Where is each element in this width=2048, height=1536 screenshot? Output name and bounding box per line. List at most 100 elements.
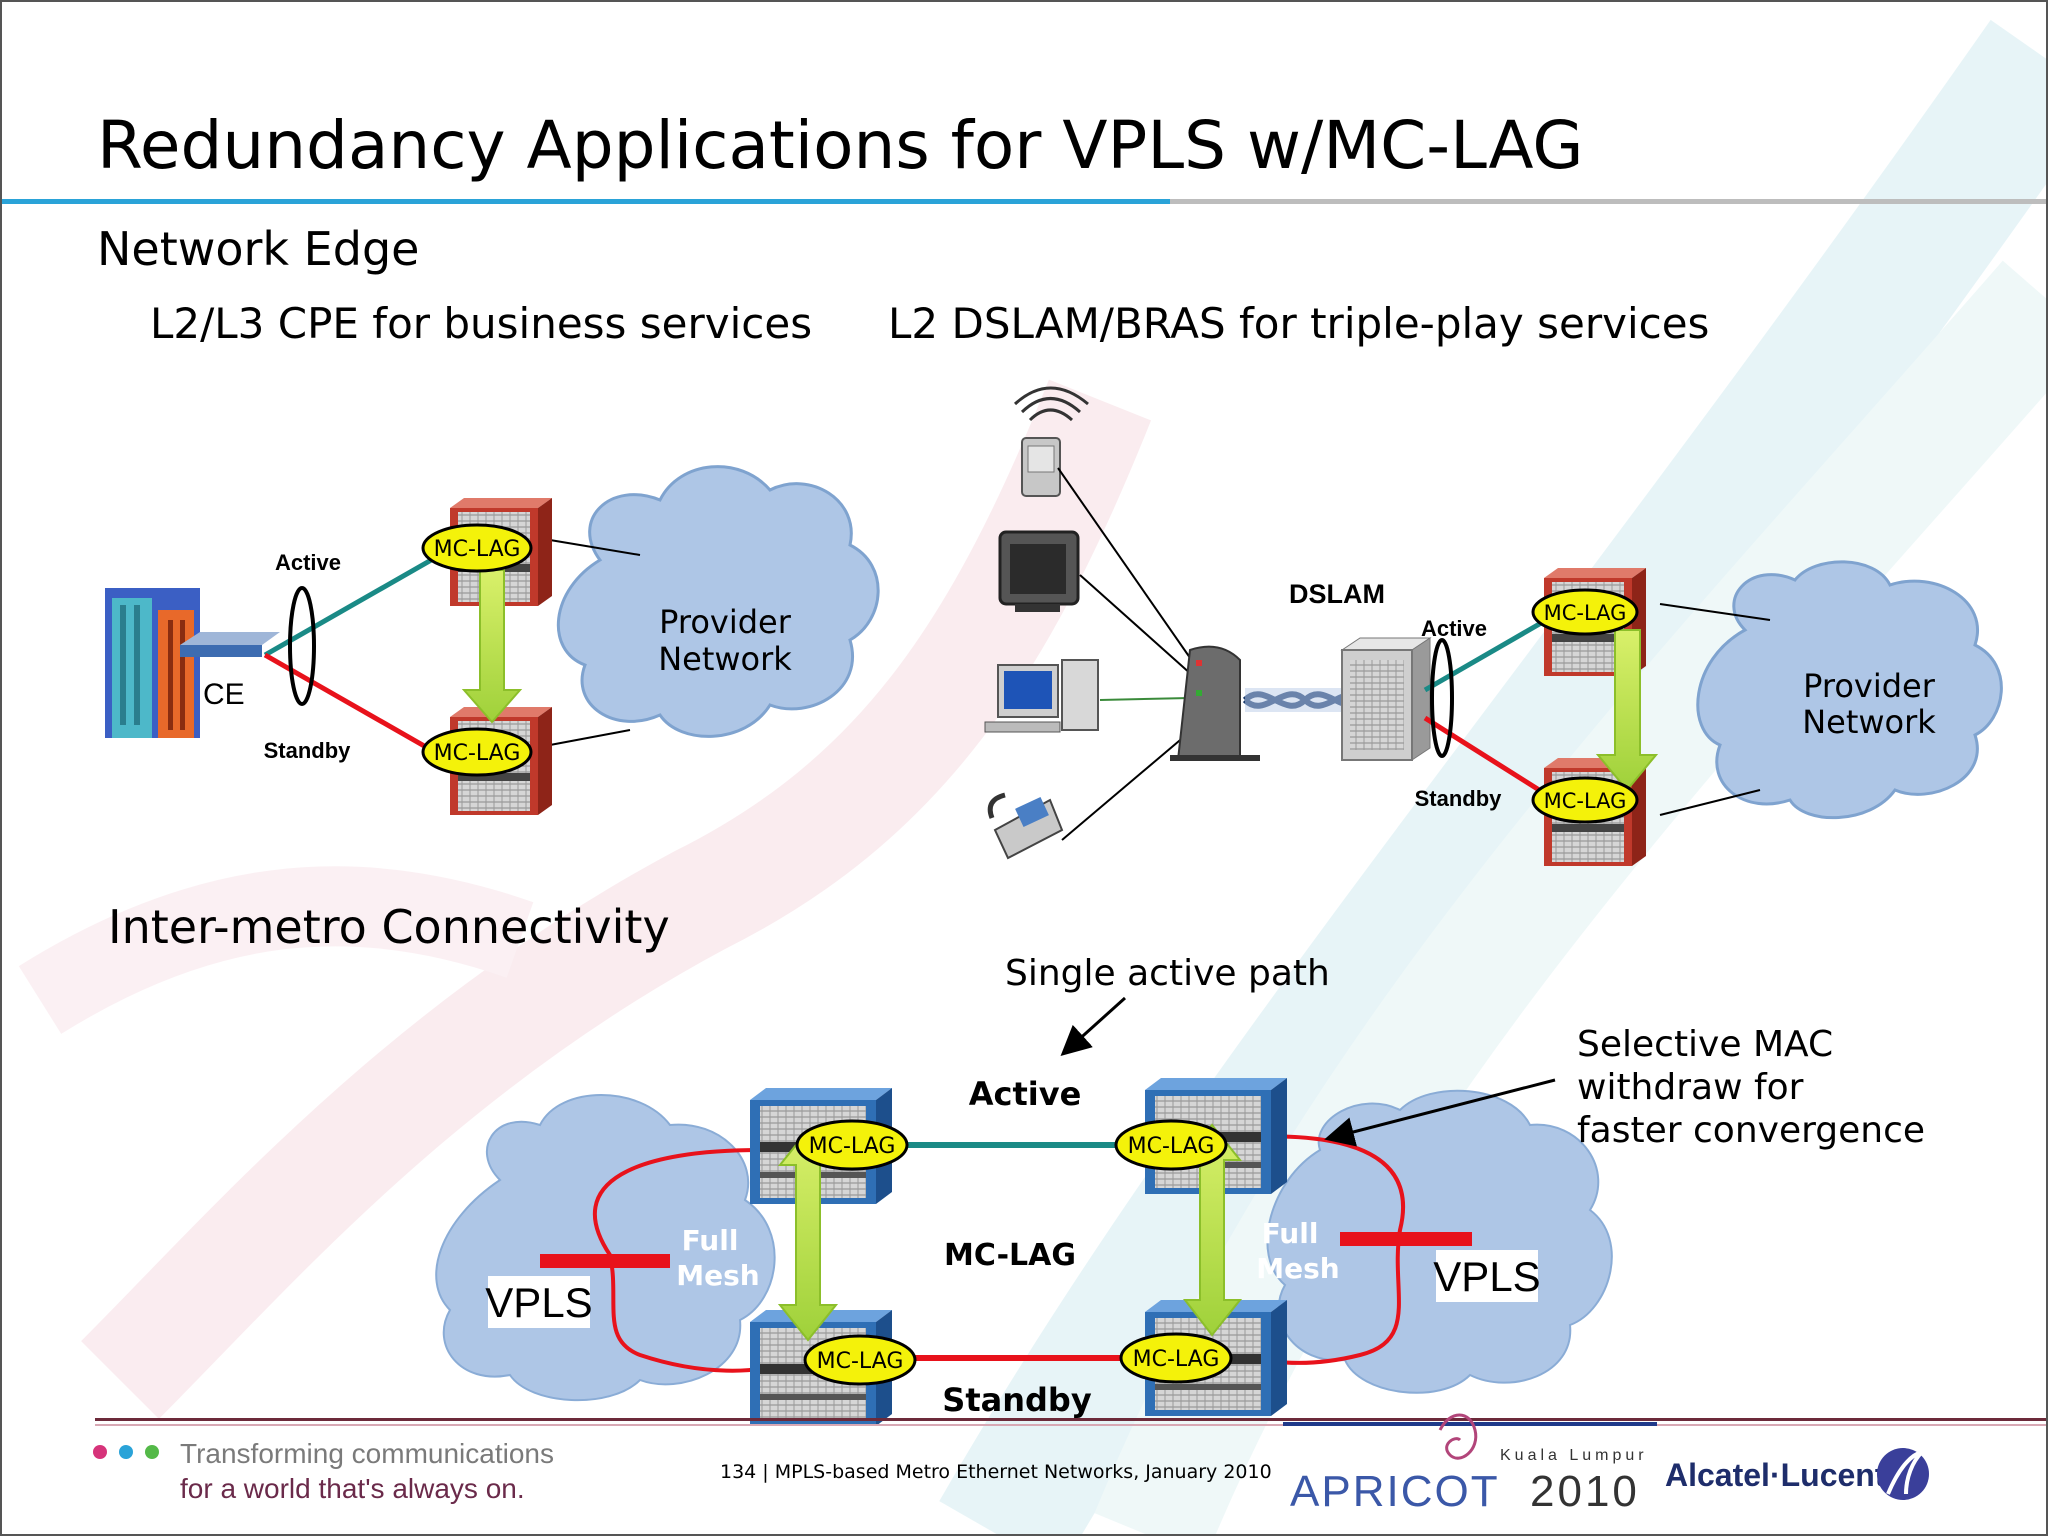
router-cloud-link-top	[549, 539, 641, 556]
single-active-path-label: Single active path	[1005, 953, 1330, 994]
single-active-path-arrow	[1060, 996, 1127, 1057]
full-mesh-left-line1: Full	[682, 1224, 739, 1257]
failover-arrow-left	[461, 569, 523, 724]
standby-link-left	[263, 652, 442, 758]
metro-mclag-badge-tl	[795, 1119, 909, 1171]
footer: Transforming communications for a world …	[93, 1413, 2048, 1516]
full-mesh-right-line1: Full	[1262, 1217, 1319, 1250]
desktop-pc-icon	[984, 659, 1099, 733]
metro-mclag-label-tl: MC-LAG	[809, 1134, 896, 1159]
lag-bundle-ring-left	[288, 586, 316, 706]
metro-failover-arrow-right	[1182, 1123, 1243, 1337]
active-label-left: Active	[275, 550, 341, 575]
mclag-label-left-bottom: MC-LAG	[434, 741, 521, 766]
selective-mac-line3: faster convergence	[1577, 1110, 1925, 1151]
right-diagram: DSLAM Provider Network MC-LAG MC-LAG Act…	[984, 386, 2003, 866]
slide-title: Redundancy Applications for VPLS w/MC-LA…	[97, 107, 1583, 184]
section-heading-edge: Network Edge	[97, 222, 419, 276]
metro-mclag-badge-tr	[1114, 1119, 1228, 1171]
active-label-right: Active	[1421, 616, 1487, 641]
footer-tagline-line2: for a world that's always on.	[180, 1473, 525, 1504]
provider-cloud-left	[556, 465, 880, 738]
metro-mclag-badge-bl	[803, 1334, 917, 1386]
building-icon	[105, 588, 200, 738]
subtitle-business: L2/L3 CPE for business services	[150, 299, 812, 348]
apricot-rule	[1283, 1422, 1657, 1426]
vpls-bar-left	[540, 1254, 670, 1268]
mclag-label-right-top: MC-LAG	[1544, 601, 1627, 625]
title-rule-accent	[0, 199, 1170, 204]
link-wifi-modem	[1057, 467, 1196, 666]
link-pc-modem	[1099, 697, 1191, 701]
metro-mclag-label-tr: MC-LAG	[1128, 1134, 1215, 1159]
provider-network-right-line2: Network	[1802, 703, 1936, 741]
provider-network-right-line1: Provider	[1803, 667, 1936, 705]
ce-router-icon	[180, 632, 280, 657]
vpls-bar-right	[1340, 1232, 1472, 1246]
section-heading-metro: Inter-metro Connectivity	[108, 900, 670, 954]
full-mesh-right-line2: Mesh	[1256, 1252, 1339, 1285]
mclag-label-right-bottom: MC-LAG	[1544, 789, 1627, 813]
event-year: 2010	[1530, 1467, 1640, 1516]
footer-rule-dark	[95, 1418, 2048, 1421]
vpls-label-right: VPLS	[1433, 1253, 1540, 1300]
mclag-badge-left-top	[421, 523, 533, 573]
metro-mclag-label-bl: MC-LAG	[817, 1349, 904, 1374]
mclag-label-left-top: MC-LAG	[434, 537, 521, 562]
mclag-badge-right-top	[1531, 588, 1639, 636]
vpls-box-right	[1436, 1250, 1538, 1302]
modem-icon	[1170, 645, 1260, 761]
full-mesh-left-line2: Mesh	[676, 1259, 759, 1292]
router-cloud-link-top-right	[1659, 603, 1771, 621]
link-phone-modem	[1061, 729, 1193, 841]
active-link-right	[1423, 612, 1557, 693]
lag-bundle-ring-right	[1430, 638, 1454, 758]
footer-page-info: 134 | MPLS-based Metro Ethernet Networks…	[720, 1461, 1272, 1483]
router-cloud-link-bottom-right	[1659, 789, 1761, 816]
full-mesh-loop-left	[592, 1148, 791, 1373]
footer-tagline-line1: Transforming communications	[180, 1438, 554, 1469]
failover-arrow-right	[1595, 629, 1659, 792]
selective-mac-line1: Selective MAC	[1577, 1024, 1833, 1065]
subtitle-triple-play: L2 DSLAM/BRAS for triple-play services	[888, 299, 1709, 348]
provider-cloud-right	[1696, 560, 2003, 820]
provider-network-left-line1: Provider	[659, 603, 792, 641]
event-name: APRICOT	[1290, 1467, 1500, 1516]
dslam-icon	[1340, 637, 1432, 761]
company-name: Alcatel·Lucent	[1665, 1457, 1886, 1493]
dslam-label: DSLAM	[1289, 579, 1385, 609]
active-link-left	[263, 552, 442, 658]
mclag-badge-right-bottom	[1531, 776, 1639, 824]
footer-rule-light	[95, 1424, 2048, 1426]
vpls-box-left	[488, 1276, 590, 1328]
ce-label: CE	[203, 678, 245, 711]
metro-mclag-badge-br	[1119, 1332, 1233, 1384]
selective-mac-arrow	[1324, 1078, 1556, 1147]
link-tv-modem	[1079, 574, 1193, 676]
title-rule-grey	[1170, 199, 2048, 204]
router-cloud-link-bottom	[549, 729, 631, 746]
alcatel-lucent-logo-mark	[1886, 1448, 1929, 1495]
footer-dot-blue	[119, 1445, 133, 1459]
metro-center-mclag-label: MC-LAG	[944, 1238, 1076, 1273]
standby-link-right	[1423, 715, 1557, 803]
mclag-badge-left-bottom	[421, 727, 533, 777]
event-city: Kuala Lumpur	[1500, 1447, 1648, 1464]
metro-diagram: MC-LAG MC-LAG MC-LAG MC-LAG Active MC-LA…	[435, 953, 1925, 1426]
footer-dot-pink	[93, 1445, 107, 1459]
metro-standby-label: Standby	[942, 1381, 1092, 1419]
apricot-mascot-icon	[1438, 1413, 1478, 1460]
provider-network-left-line2: Network	[658, 640, 792, 678]
footer-dot-green	[145, 1445, 159, 1459]
left-diagram: Provider Network MC-LAG MC-LAG Active St…	[105, 465, 880, 815]
standby-label-right: Standby	[1415, 786, 1503, 811]
wifi-phone-icon	[1013, 386, 1089, 497]
ip-phone-icon	[987, 792, 1064, 860]
selective-mac-line2: withdraw for	[1577, 1067, 1804, 1108]
metro-active-label: Active	[969, 1075, 1082, 1113]
standby-label-left: Standby	[264, 738, 352, 763]
vpls-label-left: VPLS	[485, 1279, 592, 1326]
